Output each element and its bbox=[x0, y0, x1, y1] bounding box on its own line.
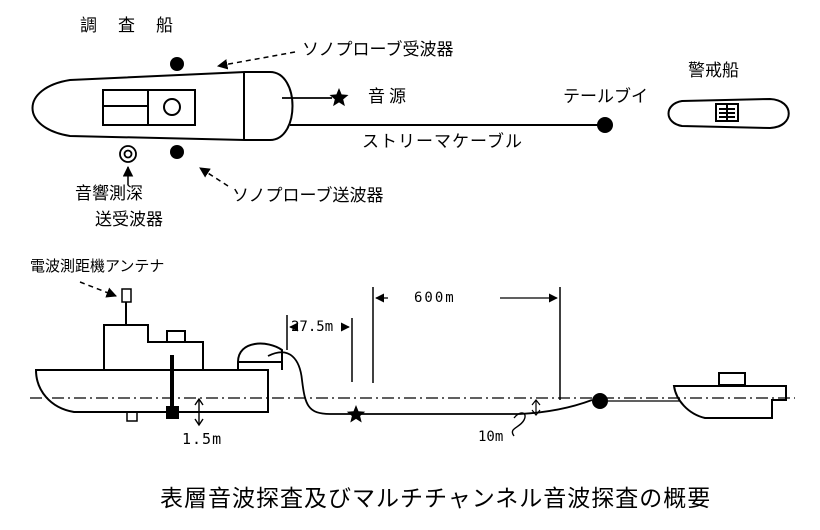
survey-ship-plan bbox=[31, 71, 294, 141]
streamer-cable-label: ストリーマケーブル bbox=[362, 132, 523, 152]
depth-10-curl bbox=[511, 412, 526, 437]
echo-sounder-label-2: 送受波器 bbox=[95, 210, 163, 230]
echo-sounder-side bbox=[126, 411, 138, 422]
antenna-leader bbox=[79, 281, 117, 298]
guard-ship-label: 警戒船 bbox=[688, 61, 739, 81]
depth-10-label: 10m bbox=[478, 429, 504, 445]
sonoprobe-receiver-label: ソノプローブ受波器 bbox=[302, 40, 454, 60]
sonoprobe-transmitter-marker bbox=[170, 145, 184, 159]
transmitter-leader bbox=[199, 167, 229, 187]
receiver-leader bbox=[216, 51, 296, 70]
figure-caption: 表層音波探査及びマルチチャンネル音波探査の概要 bbox=[160, 486, 712, 512]
radio-antenna-label: 電波測距機アンテナ bbox=[30, 257, 165, 275]
sonoprobe-transmitter-label: ソノプローブ送波器 bbox=[232, 186, 384, 206]
sound-source-star-plan bbox=[329, 88, 349, 107]
sonoprobe-receiver-marker bbox=[170, 57, 184, 71]
survey-ship-side bbox=[34, 324, 283, 413]
sound-source-label: 音源 bbox=[368, 87, 410, 107]
echo-sounder-label-1: 音響測深 bbox=[75, 184, 143, 204]
tail-buoy-label: テールブイ bbox=[563, 87, 648, 107]
transducer-block bbox=[166, 406, 179, 419]
depth-1-5-label: 1.5m bbox=[182, 430, 223, 448]
sound-source-star-side bbox=[346, 405, 366, 423]
guard-ship-plan bbox=[667, 97, 790, 130]
antenna-head bbox=[121, 288, 132, 303]
echo-sounder-symbol bbox=[119, 145, 137, 163]
distance-600-label: 600m bbox=[414, 290, 456, 306]
tail-buoy-plan bbox=[597, 117, 613, 133]
tail-buoy-side bbox=[592, 393, 608, 409]
distance-27-5-label: 27.5m bbox=[291, 319, 334, 335]
guard-ship-side bbox=[672, 372, 787, 419]
streamer-cable-side bbox=[267, 351, 593, 415]
survey-ship-label: 調 査 船 bbox=[80, 16, 175, 36]
